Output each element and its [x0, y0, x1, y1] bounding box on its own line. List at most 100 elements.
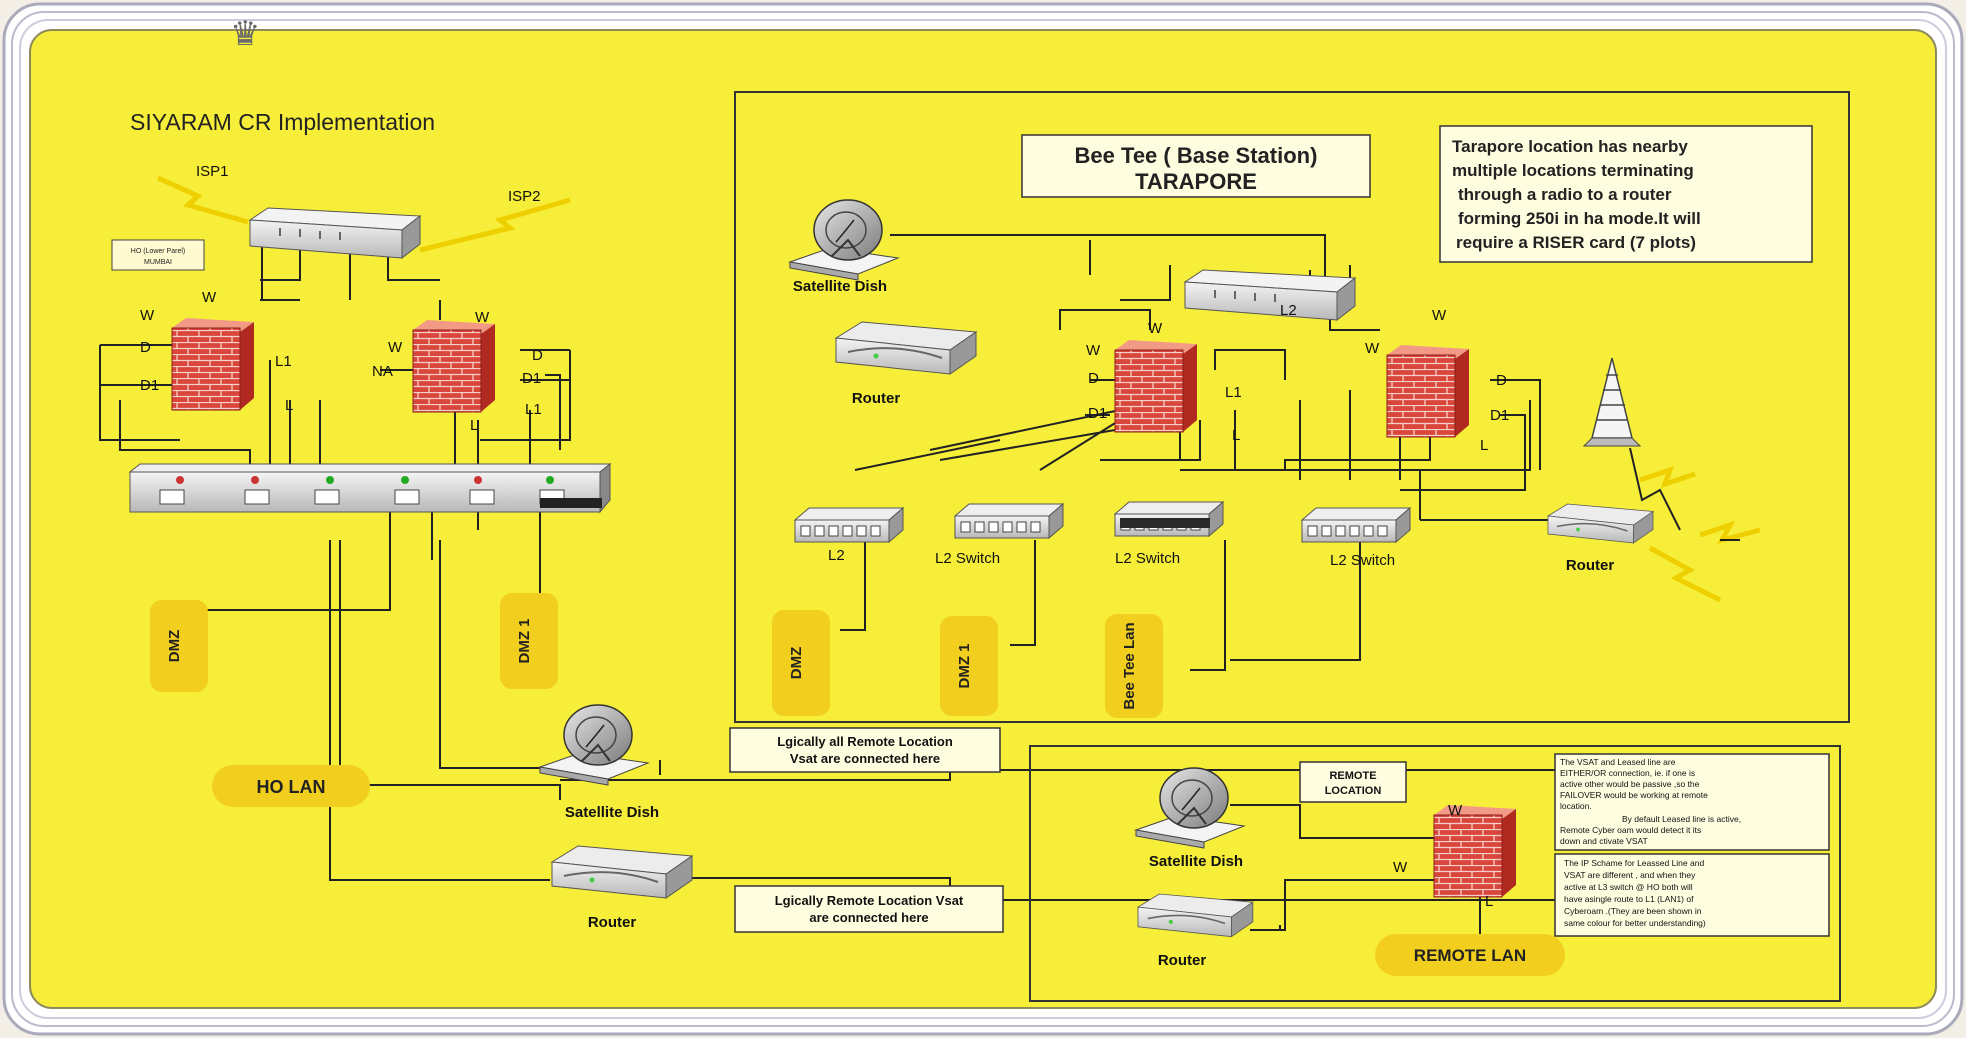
base-beetee-lan-pill [1105, 614, 1163, 718]
remote-note-1-line-1: The VSAT and Leased line are [1560, 757, 1676, 767]
ho-fw2-l: L [470, 417, 478, 434]
logo-mark: ♛ [230, 15, 260, 53]
ho-router-label: Router [588, 914, 636, 931]
base-fw1-d1: D1 [1088, 405, 1107, 422]
base-satellite-label: Satellite Dish [793, 278, 887, 295]
ho-fw2-l1: L1 [525, 401, 542, 418]
base-firewall-1-icon [1114, 339, 1198, 433]
base-info-box [1439, 125, 1813, 263]
remote-fw-l: L [1485, 893, 1493, 910]
vsat-note-box [729, 727, 1001, 773]
router-note-line-2: are connected here [809, 910, 928, 925]
ho-dmz-pill [150, 600, 208, 692]
remote-note-1-line-6: By default Leased line is active, [1622, 814, 1741, 824]
ho-fw2-w-top: W [475, 309, 490, 326]
base-info-line-4: forming 250i in ha mode.It will [1458, 209, 1701, 228]
base-fw1-w: W [1148, 320, 1163, 337]
base-info-line-1: Tarapore location has nearby [1452, 137, 1688, 156]
remote-note-2-line-5: Cyberoam .(They are been shown in [1564, 906, 1702, 916]
remote-label-line-2: LOCATION [1325, 785, 1382, 797]
remote-note-1-box [1554, 753, 1830, 851]
ho-dmz1-pill [500, 593, 558, 689]
remote-lan-label: REMOTE LAN [1414, 946, 1526, 965]
base-firewall-2-icon [1386, 344, 1470, 438]
base-dmz-label: DMZ [788, 647, 805, 680]
remote-lan-pill [1375, 934, 1565, 976]
remote-connection-lines [1230, 804, 1481, 946]
ho-fw1-d1: D1 [140, 377, 159, 394]
base-dmz-pill [772, 610, 830, 716]
ho-satellite-label: Satellite Dish [565, 804, 659, 821]
base-info-line-2: multiple locations terminating [1452, 161, 1694, 180]
remote-note-1-line-5: location. [1560, 801, 1592, 811]
base-router-label: Router [852, 390, 900, 407]
remote-fw-w2: W [1393, 859, 1408, 876]
base-fw2-l: L [1480, 437, 1488, 454]
base-l2-switch-b [954, 503, 1064, 539]
radio-link-lightning-2-icon [1699, 520, 1761, 544]
remote-note-1-line-4: FAILOVER would be working at remote [1560, 790, 1708, 800]
ho-fw2-d: D [532, 347, 543, 364]
radio-link-lightning-3-icon [1648, 545, 1722, 603]
base-fw1-d: D [1088, 370, 1099, 387]
ho-fw1-l: L [285, 397, 293, 414]
base-station-frame [734, 91, 1850, 723]
remote-note-1-line-2: EITHER/OR connection, ie. if one is [1560, 768, 1695, 778]
isp2-lightning-icon [419, 197, 571, 253]
remote-note-2-line-4: have asingle route to L1 (LAN1) of [1564, 894, 1694, 904]
base-connection-lines [840, 234, 1560, 671]
base-fw1-l1: L1 [1225, 384, 1242, 401]
base-beetee-lan-label: Bee Tee Lan [1121, 622, 1138, 709]
base-fw2-d1: D1 [1490, 407, 1509, 424]
base-fw2-w2: W [1365, 340, 1380, 357]
remote-router-label: Router [1158, 952, 1206, 969]
remote-label-box [1299, 761, 1407, 803]
ho-site-label-box [111, 239, 205, 271]
radio-link-lightning-icon [1639, 466, 1696, 488]
ho-fw2-w: W [388, 339, 403, 356]
ho-site-label-1: HO (Lower Parel) [131, 248, 185, 255]
router-note-line-1: Lgically Remote Location Vsat [775, 893, 964, 908]
base-dmz1-label: DMZ 1 [956, 644, 973, 689]
base-fw1-l: L [1232, 427, 1240, 444]
base-l2-switch-d [1301, 507, 1411, 543]
isp2-label: ISP2 [508, 188, 541, 205]
remote-note-1-line-3: active other would be passive ,so the [1560, 779, 1700, 789]
remote-note-2-line-3: active at L3 switch @ HO both will [1564, 882, 1693, 892]
remote-firewall-icon [1433, 804, 1517, 898]
remote-note-2-line-6: same colour for better understanding) [1564, 918, 1706, 928]
ho-site-label-2: MUMBAI [144, 259, 172, 266]
base-info-line-5: require a RISER card (7 plots) [1456, 233, 1696, 252]
remote-fw-w1: W [1448, 802, 1463, 819]
diagram-title: SIYARAM CR Implementation [130, 109, 435, 135]
remote-note-1-line-7: Remote Cyber oam would detect it its [1560, 825, 1701, 835]
ho-fw2-na: NA [372, 363, 393, 380]
base-fw2-d: D [1496, 372, 1507, 389]
vsat-note-line-2: Vsat are connected here [790, 751, 940, 766]
vsat-note-line-1: Lgically all Remote Location [777, 734, 953, 749]
remote-note-2-box [1554, 853, 1830, 937]
remote-note-2-line-1: The IP Schame for Leassed Line and [1564, 858, 1704, 868]
base-info-line-3: through a radio to a router [1458, 185, 1672, 204]
base-dmz1-pill [940, 616, 998, 716]
base-switch-a-label: L2 [828, 547, 845, 564]
base-title-box [1021, 134, 1371, 198]
ho-firewall-2-icon [412, 319, 496, 413]
antenna-tower-icon [1582, 357, 1642, 447]
ho-lan-pill [212, 765, 370, 807]
remote-label-line-1: REMOTE [1329, 770, 1376, 782]
base-l2-label: L2 [1280, 302, 1297, 319]
remote-frame [1029, 745, 1841, 1002]
ho-fw1-l1: L1 [275, 353, 292, 370]
remote-note-2-line-2: VSAT are different , and when they [1564, 870, 1696, 880]
isp1-label: ISP1 [196, 163, 229, 180]
base-fw1-w-left: W [1086, 342, 1101, 359]
router-note-box [734, 885, 1004, 933]
base-title-line-2: TARAPORE [1135, 169, 1257, 194]
remote-note-1-line-8: down and ctivate VSAT [1560, 836, 1648, 846]
ho-l3-switch [128, 462, 612, 514]
base-l2-switch-c [1114, 501, 1224, 537]
base-radio-router-label: Router [1566, 557, 1614, 574]
base-title-line-1: Bee Tee ( Base Station) [1075, 143, 1318, 168]
